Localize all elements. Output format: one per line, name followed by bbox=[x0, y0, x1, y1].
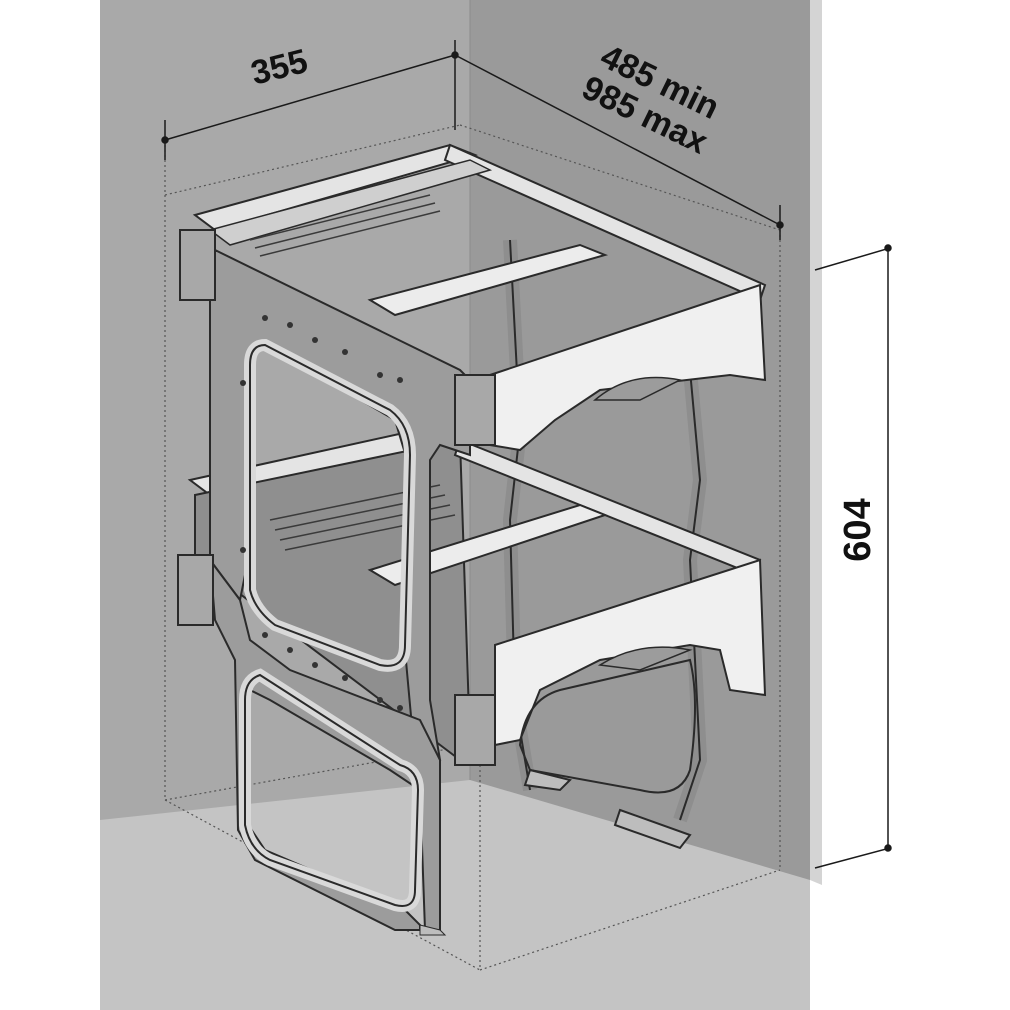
lower-mount-bracket bbox=[177, 554, 214, 626]
frame-tube-upper-outline bbox=[249, 343, 412, 667]
cabinet-floor bbox=[100, 780, 810, 1010]
lower-basket-loop bbox=[518, 658, 696, 794]
lower-basket-cutout bbox=[597, 646, 693, 671]
upper-basket-slats bbox=[249, 194, 441, 257]
frame-tube-lower-outline bbox=[244, 673, 420, 907]
depth-dimension-line bbox=[454, 54, 781, 226]
upper-basket-cutout bbox=[592, 376, 683, 401]
upper-runner-end bbox=[454, 374, 496, 446]
upper-basket-front-panel bbox=[489, 283, 767, 452]
frame-screw-holes bbox=[240, 315, 403, 711]
height-label: 604 bbox=[837, 498, 879, 561]
upper-basket bbox=[192, 143, 767, 452]
upper-basket-runner bbox=[208, 159, 493, 246]
upper-basket-left-rail bbox=[192, 143, 479, 232]
dimension-lines bbox=[161, 40, 892, 869]
front-mounting-frame bbox=[177, 229, 496, 936]
width-dimension-line bbox=[164, 54, 456, 141]
upper-mount-bracket bbox=[179, 229, 216, 301]
upper-basket-divider bbox=[367, 243, 609, 317]
frame-foot bbox=[419, 924, 447, 936]
cabinet-side-edge bbox=[810, 0, 822, 885]
lower-runner-end bbox=[454, 694, 496, 766]
footprint-guides bbox=[164, 124, 781, 971]
